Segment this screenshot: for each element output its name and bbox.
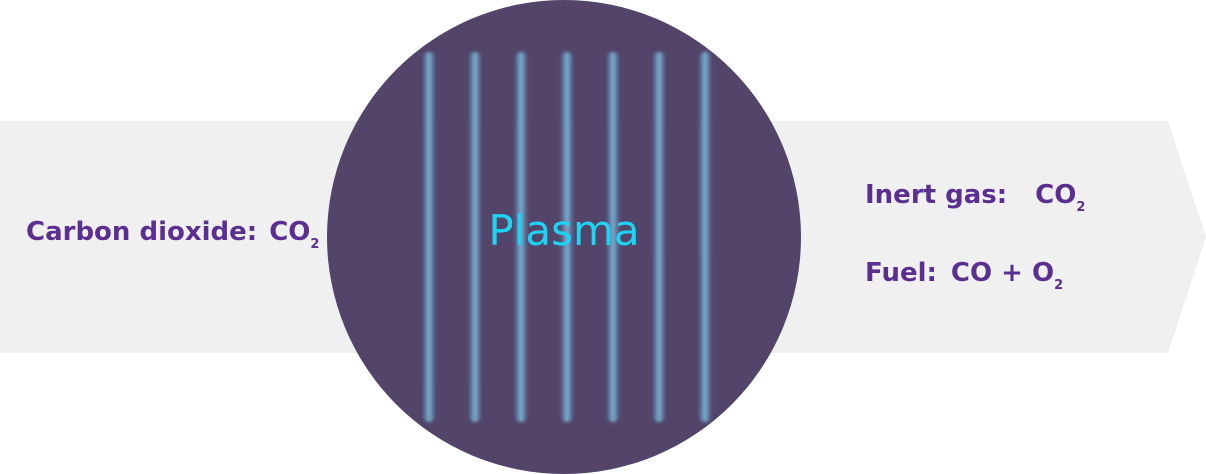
output-inert-gas: Inert gas: CO2 [865,180,1085,214]
inert-label-text: Inert gas: [865,180,1008,210]
plasma-title: Plasma [488,206,640,255]
fuel-label-text: Fuel: [865,258,937,288]
input-formula: CO [269,217,311,247]
plasma-tube [514,52,528,422]
inert-formula: CO [1035,180,1077,210]
plasma-tube [560,52,574,422]
plasma-tube [698,52,712,422]
output-fuel: Fuel: CO + O2 [865,258,1063,292]
plasma-tube [652,52,666,422]
plasma-tube [468,52,482,422]
input-subscript: 2 [310,237,320,252]
plasma-tube [422,52,436,422]
inert-subscript: 2 [1076,200,1086,215]
plasma-reactor-circle: Plasma [327,0,801,474]
input-label-text: Carbon dioxide: [26,217,258,247]
input-label: Carbon dioxide: CO2 [26,217,319,251]
fuel-formula: CO + O [950,258,1055,288]
fuel-subscript: 2 [1054,278,1064,293]
plasma-tube [606,52,620,422]
